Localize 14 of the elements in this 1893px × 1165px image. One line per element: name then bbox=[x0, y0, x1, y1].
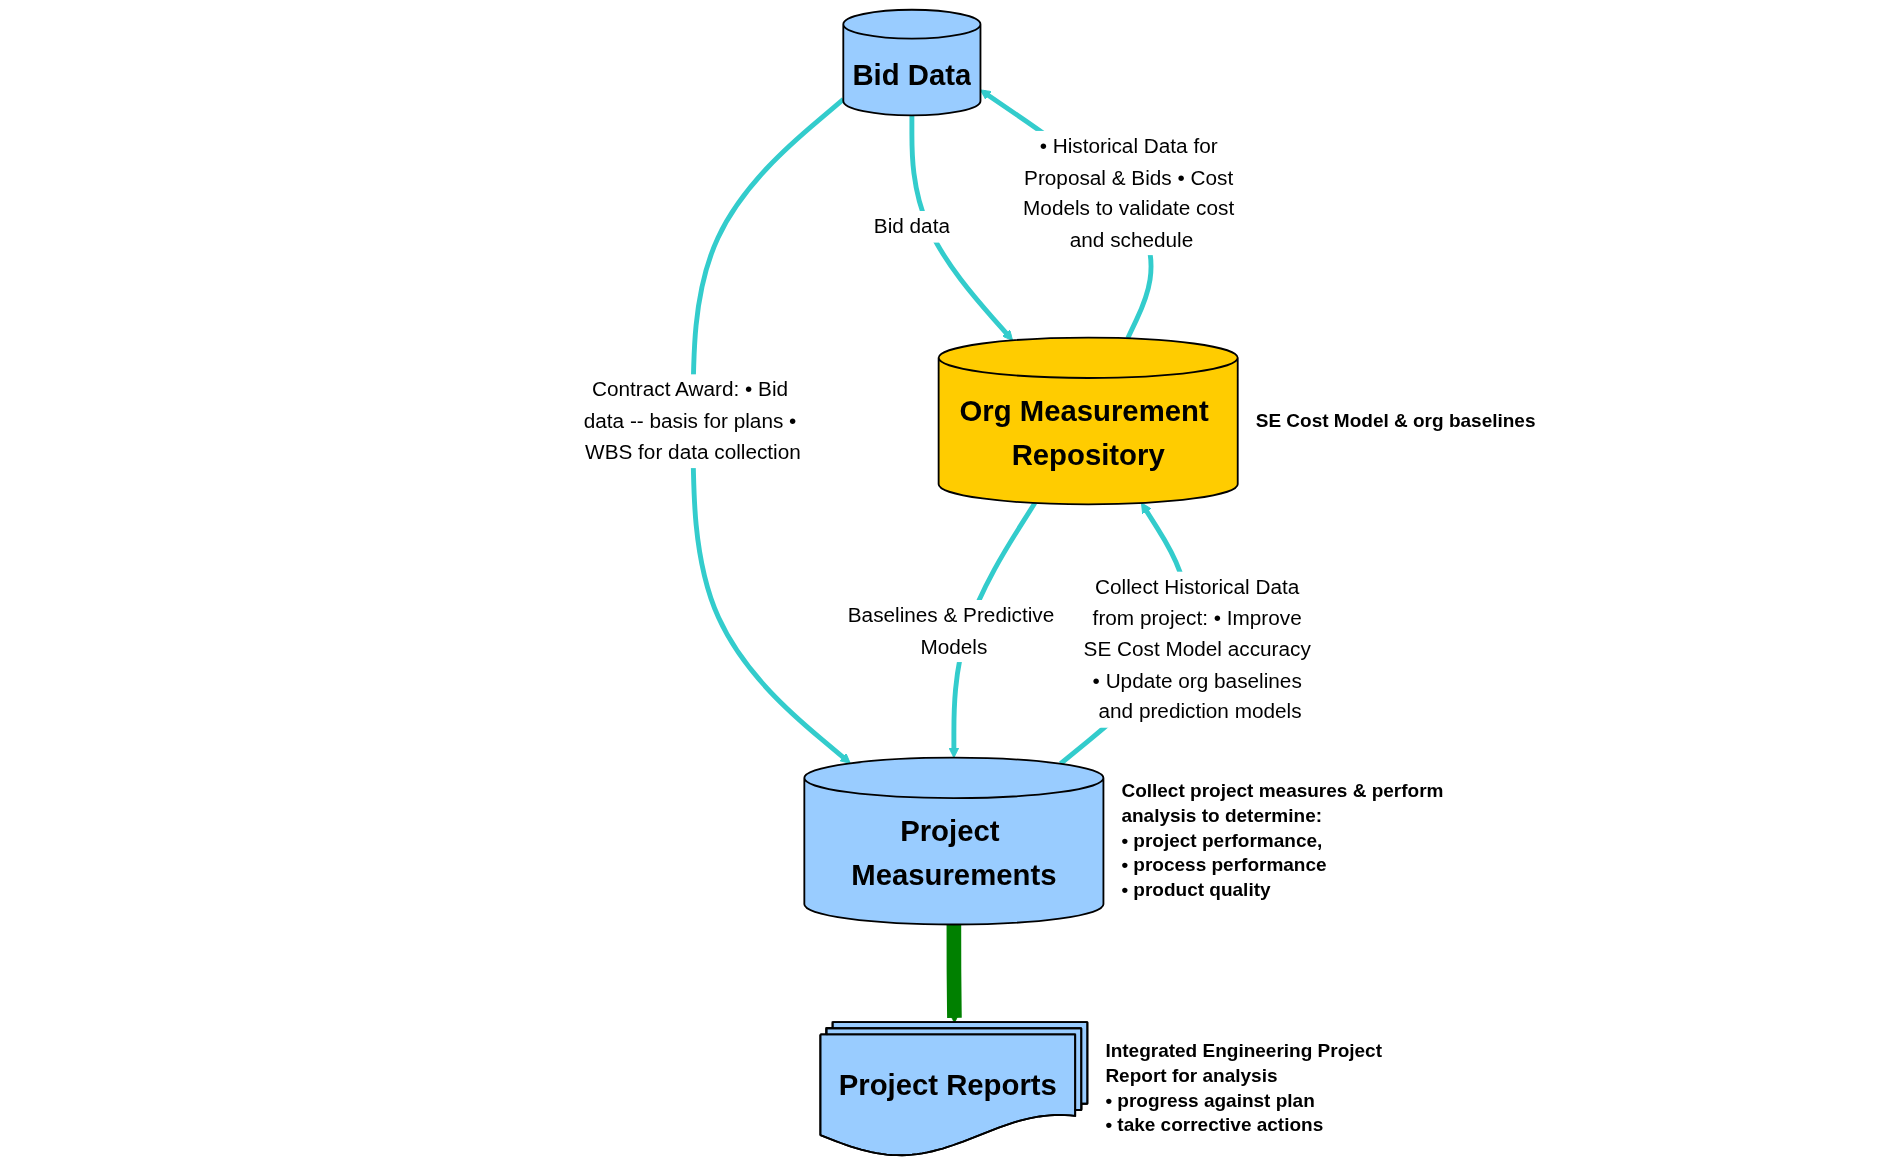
edge-label: • Historical Data for Proposal & Bids • Cost Models to validate cost and schedule bbox=[1023, 134, 1235, 252]
node-caption: • progress against plan bbox=[1105, 1088, 1316, 1113]
edge-label: Baselines & Predictive Models bbox=[847, 603, 1055, 658]
edge-label: Bid data bbox=[873, 214, 950, 238]
node-caption: Collect project measures & perform analysis to determine: bbox=[1121, 779, 1445, 829]
edge-label: Collect Historical Data from project: • Improve SE Cost Model accuracy • Update org baselines and prediction models bbox=[1083, 575, 1311, 723]
node-caption: • process performance bbox=[1121, 853, 1328, 878]
node-caption: SE Cost Model & org baselines bbox=[1255, 408, 1536, 433]
arrow bbox=[690, 97, 851, 764]
node-caption: • product quality bbox=[1121, 878, 1272, 903]
node-caption: Integrated Engineering Project Report for analysis bbox=[1105, 1039, 1383, 1088]
node-caption: • project performance, bbox=[1121, 828, 1324, 853]
node-caption: • take corrective actions bbox=[1105, 1113, 1325, 1138]
edge-label: Contract Award: • Bid data -- basis for plans • WBS for data collection bbox=[583, 377, 801, 464]
